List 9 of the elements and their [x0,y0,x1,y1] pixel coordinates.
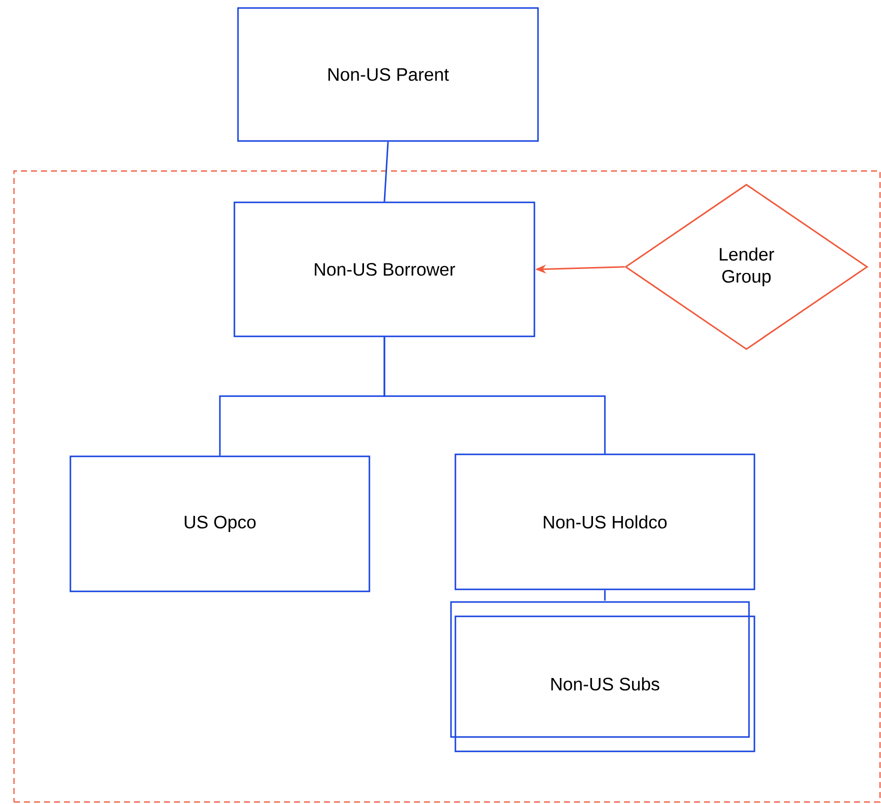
connector-line [384,337,606,454]
dashed-boundary [13,170,881,803]
connector-line [384,142,389,202]
entity-box: Non-US Holdco [454,454,756,590]
entity-box: Non-US Borrower [234,202,536,338]
entity-box: Non-US Parent [237,7,539,142]
connector-line [604,590,606,601]
stacked-entity-box: Non-US Subs [450,601,756,752]
entity-box: US Opco [70,456,370,592]
